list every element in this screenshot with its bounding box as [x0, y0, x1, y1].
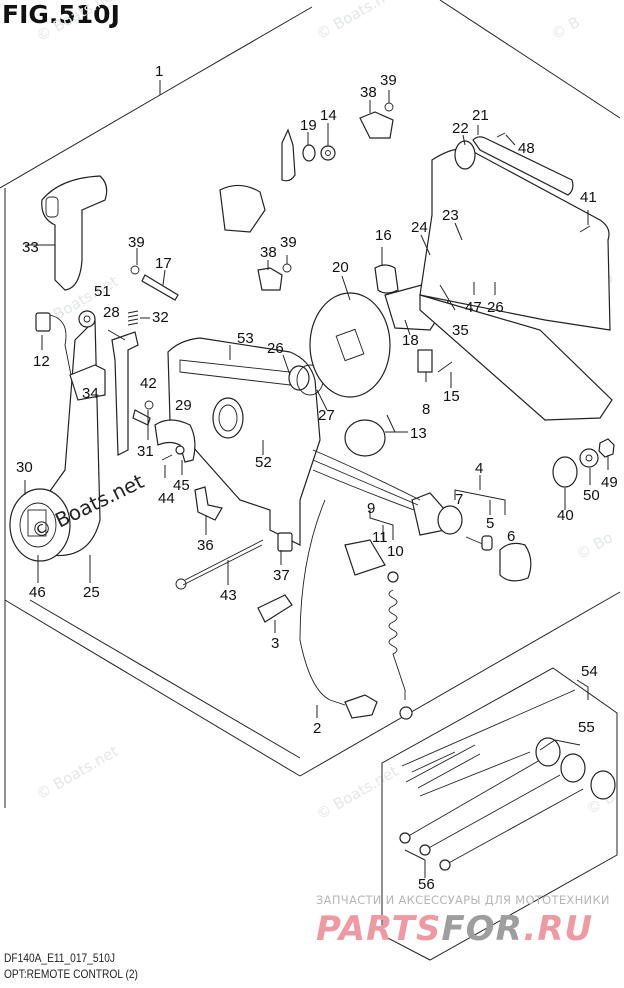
callout-41: 41: [580, 189, 597, 206]
svg-text:© B: © B: [548, 13, 583, 44]
callout-38: 38: [260, 244, 277, 261]
callout-8: 8: [422, 401, 430, 418]
assembly-frame: [0, 0, 621, 808]
callout-7: 7: [455, 491, 463, 508]
ru-logo-part-a: PARTS: [316, 909, 442, 949]
callout-28: 28: [103, 304, 120, 321]
svg-text:© Boats.net: © Boats.net: [33, 742, 121, 803]
callout-22: 22: [452, 120, 469, 137]
leader-lines: [24, 90, 609, 878]
callout-44: 44: [158, 490, 175, 507]
callout-43: 43: [220, 587, 237, 604]
callout-13: 13: [410, 425, 427, 442]
callout-18: 18: [402, 332, 419, 349]
callout-16: 16: [375, 227, 392, 244]
callout-9: 9: [367, 500, 375, 517]
callout-2: 2: [313, 720, 321, 737]
callout-labels: 1 33 39 17 51 28 32 12 34 42 29 31 30 44…: [16, 63, 618, 893]
svg-text:© Bo: © Bo: [573, 528, 616, 563]
svg-text:© Boats.net: © Boats.net: [313, 762, 401, 823]
callout-4: 4: [475, 460, 483, 477]
callout-27: 27: [318, 407, 335, 424]
callout-10: 10: [387, 543, 404, 560]
callout-42: 42: [140, 375, 157, 392]
callout-25: 25: [83, 584, 100, 601]
callout-17: 17: [155, 255, 172, 272]
callout-5: 5: [486, 515, 494, 532]
callout-39: 39: [280, 234, 297, 251]
callout-54: 54: [581, 663, 598, 680]
callout-37: 37: [273, 567, 290, 584]
callout-34: 34: [82, 385, 99, 402]
callout-35: 35: [452, 322, 469, 339]
callout-48: 48: [518, 140, 535, 157]
callout-26: 26: [487, 299, 504, 316]
callout-52: 52: [255, 454, 272, 471]
callout-29: 29: [175, 397, 192, 414]
ru-logo-part-c: .RU: [523, 909, 594, 949]
callout-45: 45: [173, 477, 190, 494]
callout-38: 38: [360, 84, 377, 101]
figure-title: FIG.510J: [2, 0, 120, 29]
callout-50: 50: [583, 487, 600, 504]
handle-grip: [41, 175, 108, 291]
callout-32: 32: [152, 309, 169, 326]
callout-55: 55: [578, 719, 595, 736]
callout-21: 21: [472, 107, 489, 124]
callout-39: 39: [128, 234, 145, 251]
figure-description: OPT:REMOTE CONTROL (2): [4, 967, 138, 981]
callout-19: 19: [300, 117, 317, 134]
callout-15: 15: [443, 388, 460, 405]
ru-watermark-tagline: ЗАПЧАСТИ И АКСЕССУАРЫ ДЛЯ МОТОТЕХНИКИ: [316, 893, 610, 907]
callout-11: 11: [372, 529, 388, 546]
callout-53: 53: [237, 330, 254, 347]
callout-30: 30: [16, 459, 33, 476]
ru-watermark-logo: PARTSFOR.RU: [316, 909, 593, 949]
callout-24: 24: [411, 219, 428, 236]
callout-20: 20: [332, 259, 349, 276]
kit-frame: [381, 667, 618, 961]
callout-33: 33: [22, 239, 39, 256]
figure-code: DF140A_E11_017_510J: [4, 951, 115, 965]
callout-39: 39: [380, 72, 397, 89]
svg-text:© Boats.net: © Boats.net: [33, 0, 121, 45]
callout-12: 12: [33, 353, 50, 370]
callout-51: 51: [94, 283, 111, 300]
callout-46: 46: [29, 584, 46, 601]
callout-3: 3: [271, 635, 279, 652]
gear-plate: [309, 292, 391, 398]
callout-1: 1: [155, 63, 163, 80]
ru-logo-part-b: FOR: [441, 909, 524, 949]
callout-56: 56: [418, 876, 435, 893]
callout-26: 26: [267, 340, 284, 357]
callout-14: 14: [320, 107, 337, 124]
housing-cover: [419, 148, 611, 331]
control-box: [167, 337, 321, 546]
callout-31: 31: [137, 443, 154, 460]
svg-text:© Boats.net: © Boats.net: [313, 0, 401, 43]
callout-40: 40: [557, 507, 574, 524]
callout-47: 47: [465, 299, 482, 316]
callout-49: 49: [601, 474, 618, 491]
callout-6: 6: [507, 528, 515, 545]
callout-36: 36: [197, 537, 214, 554]
callout-23: 23: [442, 207, 459, 224]
